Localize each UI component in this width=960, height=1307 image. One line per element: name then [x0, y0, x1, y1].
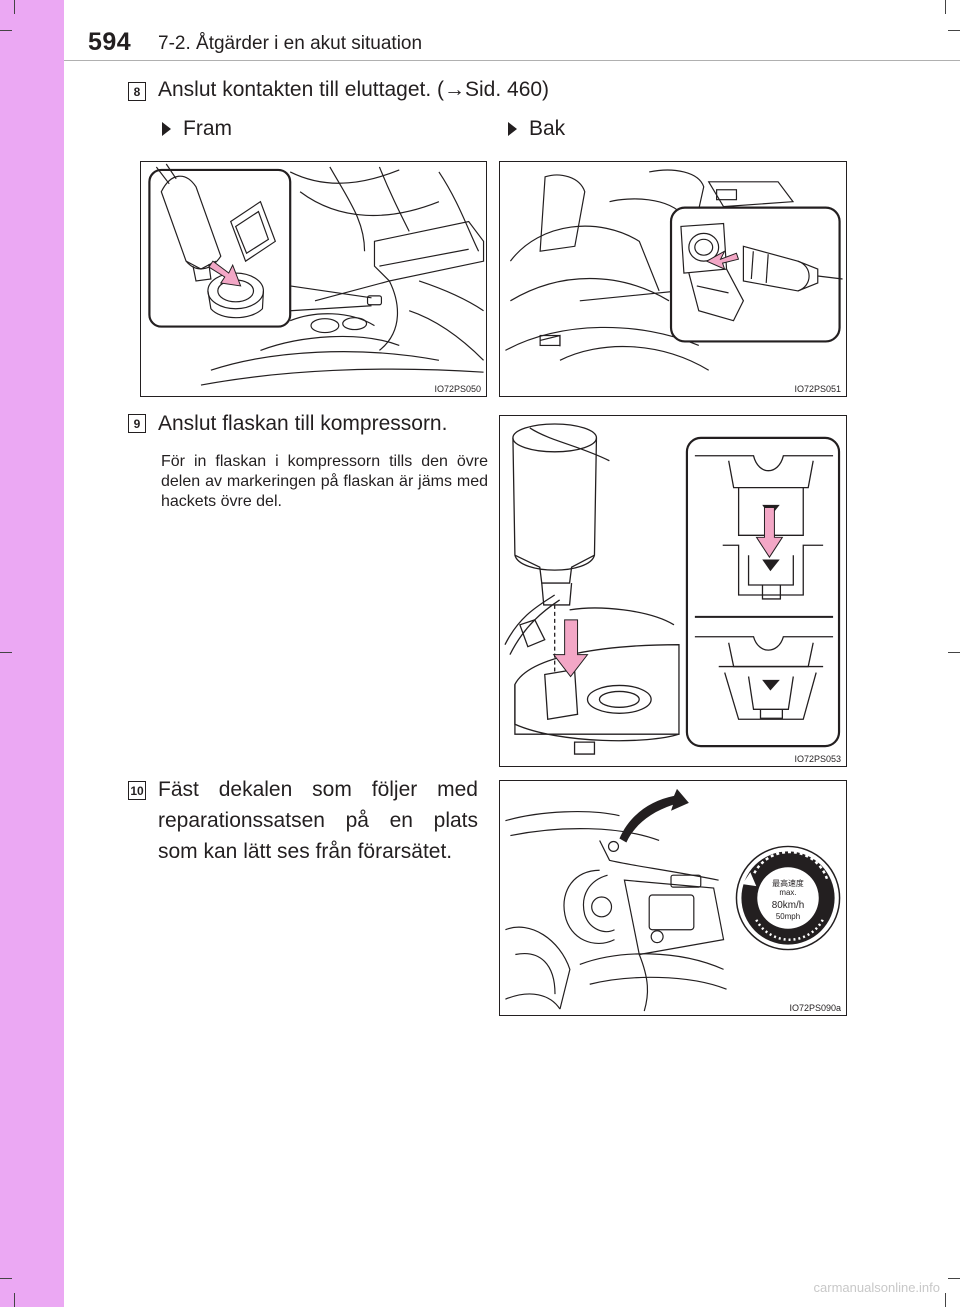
- crop-mark: [945, 1293, 946, 1307]
- warning-sticker: 最高速度 max. 80km/h 50mph: [735, 845, 841, 951]
- step-number-9: 9: [128, 414, 146, 433]
- figure-front-outlet: IO72PS050: [140, 161, 487, 397]
- step-9-note: För in flaskan i kompressorn tills den ö…: [161, 453, 488, 510]
- label-front: Fram: [162, 117, 232, 141]
- step-number-10: 10: [128, 781, 146, 800]
- sticker-line3: 80km/h: [772, 900, 805, 911]
- bottle-compressor-illustration-icon: [504, 423, 841, 755]
- label-rear-text: Bak: [529, 117, 566, 140]
- crop-mark: [0, 1278, 12, 1279]
- crop-mark: [948, 1278, 960, 1279]
- step-8-text: Anslut kontakten till eluttaget. (→Sid. …: [158, 78, 550, 101]
- crop-mark: [0, 30, 12, 31]
- figure-bottle-compressor: IO72PS053: [499, 415, 847, 767]
- step-number-8: 8: [128, 82, 146, 101]
- triangle-bullet-icon: [162, 122, 171, 136]
- crop-mark: [14, 1293, 15, 1307]
- label-rear: Bak: [508, 117, 565, 141]
- crop-mark: [948, 652, 960, 653]
- figure-rear-outlet: IO72PS051: [499, 161, 847, 397]
- figure-code: IO72PS050: [433, 384, 482, 394]
- section-title: 7-2. Åtgärder i en akut situation: [158, 33, 423, 54]
- crop-mark: [948, 30, 960, 31]
- warning-sticker-dashboard-illustration-icon: 最高速度 max. 80km/h 50mph: [505, 788, 841, 1012]
- step-9-text: Anslut flaskan till kompressorn.: [158, 412, 448, 435]
- sticker-line2: max.: [779, 888, 796, 897]
- sticker-line4: 50mph: [776, 912, 800, 921]
- front-power-outlet-illustration-icon: [148, 163, 485, 386]
- triangle-bullet-icon: [508, 122, 517, 136]
- label-front-text: Fram: [183, 117, 232, 140]
- step-10-text: Fäst dekalen som följer med reparationss…: [158, 778, 478, 863]
- crop-mark: [0, 652, 12, 653]
- figure-code: IO72PS090a: [788, 1003, 842, 1013]
- side-color-strip: [0, 0, 64, 1307]
- rear-power-outlet-illustration-icon: [505, 169, 843, 371]
- crop-mark: [945, 0, 946, 14]
- figure-warning-sticker: 最高速度 max. 80km/h 50mph IO72PS090a: [499, 780, 847, 1016]
- figure-code: IO72PS051: [793, 384, 842, 394]
- crop-mark: [14, 0, 15, 14]
- figure-code: IO72PS053: [793, 754, 842, 764]
- footer-watermark: carmanualsonline.info: [813, 1280, 940, 1295]
- sticker-line1: 最高速度: [772, 878, 804, 888]
- page-number: 594: [88, 28, 132, 56]
- header-divider: [64, 60, 960, 61]
